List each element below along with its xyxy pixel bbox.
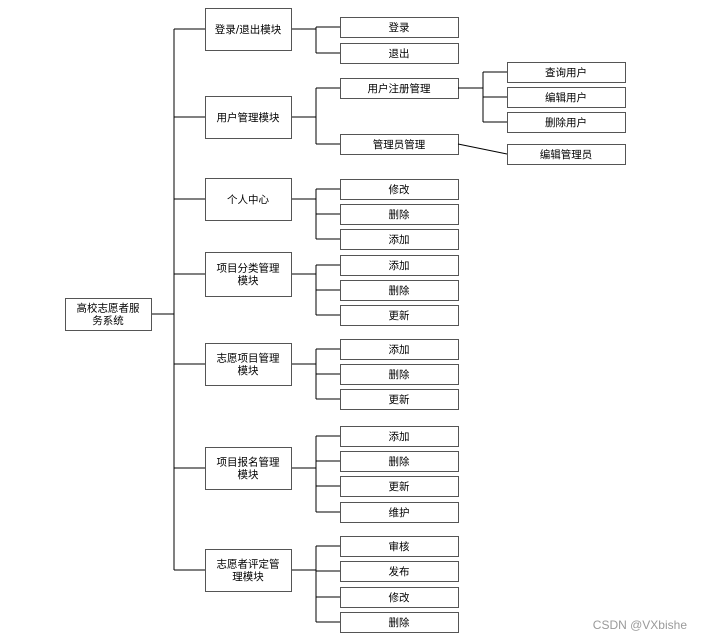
function-label: 发布 bbox=[389, 565, 410, 578]
module-box bbox=[205, 343, 292, 386]
function-label: 更新 bbox=[389, 480, 410, 493]
root-label: 高校志愿者服 bbox=[77, 302, 140, 315]
function-label: 审核 bbox=[389, 540, 410, 553]
module-label: 项目分类管理 bbox=[217, 262, 280, 275]
function-label: 更新 bbox=[389, 393, 410, 406]
function-label: 添加 bbox=[389, 343, 410, 356]
function-label: 删除 bbox=[389, 616, 410, 629]
module-box bbox=[205, 178, 292, 221]
module-label: 登录/退出模块 bbox=[215, 23, 282, 36]
function-box bbox=[340, 17, 459, 38]
function-label: 修改 bbox=[389, 591, 410, 604]
function-label: 维护 bbox=[389, 506, 410, 519]
module-label: 个人中心 bbox=[227, 193, 269, 206]
function-label: 删除 bbox=[389, 455, 410, 468]
function-box bbox=[507, 144, 626, 165]
module-box bbox=[205, 549, 292, 592]
function-box bbox=[340, 451, 459, 472]
function-label: 删除 bbox=[389, 284, 410, 297]
function-box bbox=[340, 339, 459, 360]
module-label: 理模块 bbox=[232, 571, 264, 583]
function-label: 添加 bbox=[389, 430, 410, 443]
submodule-label: 用户注册管理 bbox=[368, 82, 431, 95]
function-box bbox=[340, 179, 459, 200]
function-box bbox=[340, 536, 459, 557]
submodule-label: 管理员管理 bbox=[373, 138, 426, 151]
function-label: 退出 bbox=[389, 47, 410, 60]
function-box bbox=[340, 280, 459, 301]
function-label: 登录 bbox=[389, 21, 410, 34]
function-label: 删除 bbox=[389, 368, 410, 381]
module-box bbox=[205, 96, 292, 139]
function-box bbox=[340, 364, 459, 385]
function-box bbox=[340, 612, 459, 633]
leaf-connector bbox=[457, 143, 508, 155]
root-label: 务系统 bbox=[92, 314, 124, 327]
function-label: 编辑用户 bbox=[545, 91, 587, 104]
function-box bbox=[340, 43, 459, 64]
module-box bbox=[205, 252, 292, 297]
function-box bbox=[507, 112, 626, 133]
module-label: 用户管理模块 bbox=[217, 111, 280, 124]
module-label: 项目报名管理 bbox=[217, 456, 280, 469]
module-box bbox=[205, 8, 292, 51]
module-label: 模块 bbox=[238, 275, 259, 287]
function-box bbox=[340, 476, 459, 497]
module-label: 志愿项目管理 bbox=[217, 352, 280, 365]
function-label: 修改 bbox=[389, 183, 410, 196]
function-label: 删除用户 bbox=[545, 116, 587, 129]
function-box bbox=[340, 255, 459, 276]
function-label: 添加 bbox=[389, 233, 410, 246]
module-box bbox=[205, 447, 292, 490]
function-box bbox=[340, 587, 459, 608]
function-box bbox=[340, 502, 459, 523]
function-box bbox=[507, 62, 626, 83]
function-label: 删除 bbox=[389, 208, 410, 221]
function-box bbox=[340, 389, 459, 410]
function-box bbox=[340, 426, 459, 447]
function-box bbox=[340, 204, 459, 225]
function-box bbox=[340, 229, 459, 250]
function-box bbox=[340, 561, 459, 582]
module-label: 志愿者评定管 bbox=[217, 558, 280, 571]
function-label: 更新 bbox=[389, 309, 410, 322]
function-label: 查询用户 bbox=[545, 66, 587, 79]
module-label: 模块 bbox=[238, 365, 259, 377]
function-label: 添加 bbox=[389, 259, 410, 272]
function-label: 编辑管理员 bbox=[540, 148, 593, 161]
function-box bbox=[507, 87, 626, 108]
watermark: CSDN @VXbishe bbox=[592, 618, 687, 632]
function-box bbox=[340, 305, 459, 326]
root-box bbox=[65, 298, 152, 331]
module-label: 模块 bbox=[238, 469, 259, 481]
